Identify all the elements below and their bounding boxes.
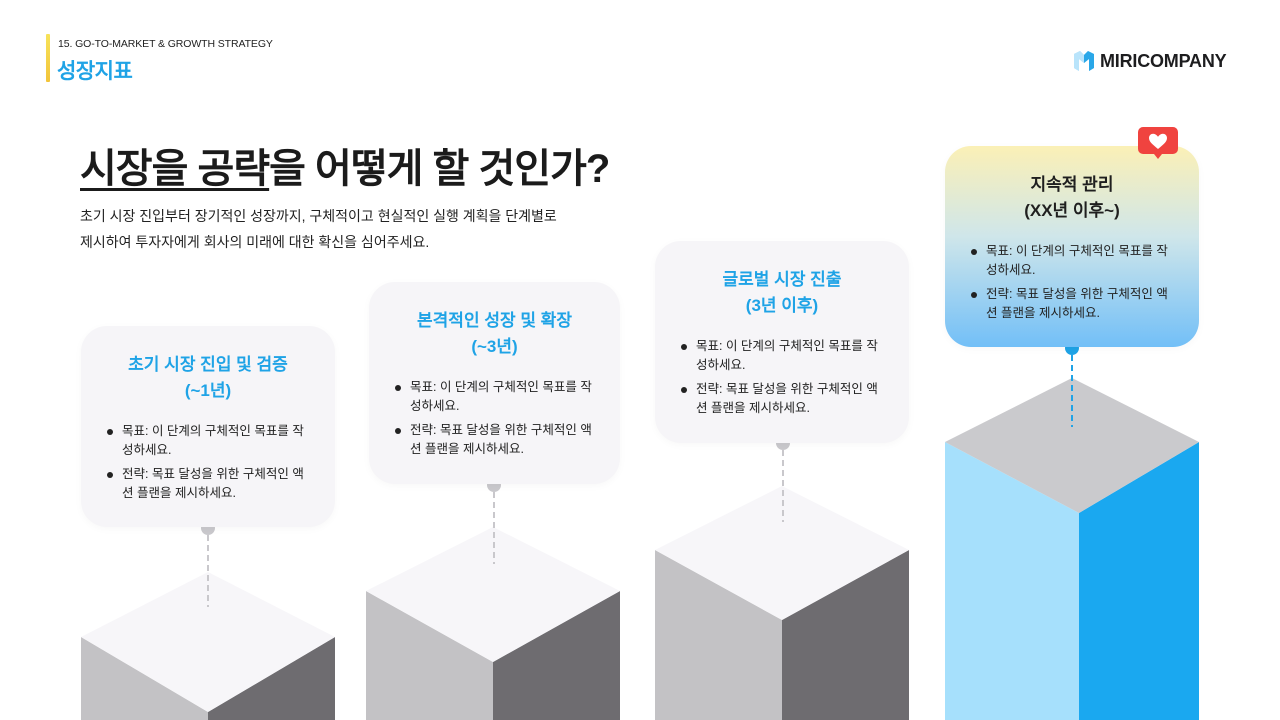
stage-title-line-2: (~1년) [184, 381, 232, 400]
m-cube-logo-icon [1074, 51, 1094, 71]
stage-4-card: 지속적 관리 (XX년 이후~) 목표: 이 단계의 구체적인 목표를 작성하세… [945, 146, 1199, 347]
connector-dashed-line [207, 535, 209, 607]
bullet-dot-icon [681, 387, 687, 393]
bullet-goal: 목표: 이 단계의 구체적인 목표를 작성하세요. [681, 337, 885, 375]
stage-bullets: 목표: 이 단계의 구체적인 목표를 작성하세요. 전략: 목표 달성을 위한 … [107, 422, 311, 503]
connector-dashed-line [782, 450, 784, 522]
stage-3-card: 글로벌 시장 진출 (3년 이후) 목표: 이 단계의 구체적인 목표를 작성하… [655, 241, 909, 443]
stage-2-block [366, 527, 620, 720]
bullet-strategy: 전략: 목표 달성을 위한 구체적인 액션 플랜을 제시하세요. [971, 285, 1175, 323]
stage-2-card: 본격적인 성장 및 확장 (~3년) 목표: 이 단계의 구체적인 목표를 작성… [369, 282, 620, 484]
connector-dashed-line [1071, 355, 1073, 427]
stage-title-line-2: (XX년 이후~) [1024, 201, 1120, 220]
bullet-dot-icon [681, 344, 687, 350]
bullet-goal: 목표: 이 단계의 구체적인 목표를 작성하세요. [107, 422, 311, 460]
stage-title-line-1: 지속적 관리 [1030, 175, 1114, 194]
bullet-strategy: 전략: 목표 달성을 위한 구체적인 액션 플랜을 제시하세요. [107, 465, 311, 503]
brand-name: MIRICOMPANY [1100, 50, 1227, 71]
header-accent-bar [46, 34, 50, 82]
heart-icon [1138, 127, 1178, 159]
stage-bullets: 목표: 이 단계의 구체적인 목표를 작성하세요. 전략: 목표 달성을 위한 … [971, 242, 1175, 323]
page-title: 시장을 공략을 어떻게 할 것인가? [80, 136, 610, 194]
stage-title-line-2: (~3년) [471, 337, 518, 356]
bullet-dot-icon [971, 292, 977, 298]
bullet-goal: 목표: 이 단계의 구체적인 목표를 작성하세요. [395, 378, 596, 416]
page-description: 초기 시장 진입부터 장기적인 성장까지, 구체적이고 현실적인 실행 계획을 … [80, 203, 640, 255]
bullet-strategy: 전략: 목표 달성을 위한 구체적인 액션 플랜을 제시하세요. [681, 380, 885, 418]
stage-title-line-1: 초기 시장 진입 및 검증 [128, 355, 288, 374]
page-title-underlined: 시장을 공략 [80, 147, 270, 191]
stage-bullets: 목표: 이 단계의 구체적인 목표를 작성하세요. 전략: 목표 달성을 위한 … [395, 378, 596, 459]
stage-1-card: 초기 시장 진입 및 검증 (~1년) 목표: 이 단계의 구체적인 목표를 작… [81, 326, 335, 527]
stage-title: 초기 시장 진입 및 검증 (~1년) [81, 352, 335, 404]
section-label: 15. GO-TO-MARKET & GROWTH STRATEGY [58, 38, 273, 50]
stage-1-block [81, 572, 335, 720]
description-line-2: 제시하여 투자자에게 회사의 미래에 대한 확신을 심어주세요. [80, 234, 430, 250]
bullet-goal: 목표: 이 단계의 구체적인 목표를 작성하세요. [971, 242, 1175, 280]
stage-bullets: 목표: 이 단계의 구체적인 목표를 작성하세요. 전략: 목표 달성을 위한 … [681, 337, 885, 418]
bullet-dot-icon [107, 429, 113, 435]
bullet-strategy: 전략: 목표 달성을 위한 구체적인 액션 플랜을 제시하세요. [395, 421, 596, 459]
stage-title: 본격적인 성장 및 확장 (~3년) [369, 308, 620, 360]
page-title-rest: 을 어떻게 할 것인가? [269, 147, 610, 191]
stage-title: 지속적 관리 (XX년 이후~) [945, 172, 1199, 224]
bullet-dot-icon [395, 428, 401, 434]
brand-logo: MIRICOMPANY [1072, 49, 1227, 73]
stage-3-block [655, 486, 909, 720]
stage-title-line-2: (3년 이후) [745, 296, 819, 315]
bullet-dot-icon [395, 385, 401, 391]
bullet-dot-icon [971, 249, 977, 255]
connector-dashed-line [493, 492, 495, 564]
description-line-1: 초기 시장 진입부터 장기적인 성장까지, 구체적이고 현실적인 실행 계획을 … [80, 208, 557, 224]
stage-title-line-1: 글로벌 시장 진출 [722, 270, 842, 289]
stage-title-line-1: 본격적인 성장 및 확장 [417, 311, 572, 330]
stage-title: 글로벌 시장 진출 (3년 이후) [655, 267, 909, 319]
stage-4-block [945, 378, 1199, 720]
bullet-dot-icon [107, 472, 113, 478]
section-title: 성장지표 [57, 60, 133, 83]
